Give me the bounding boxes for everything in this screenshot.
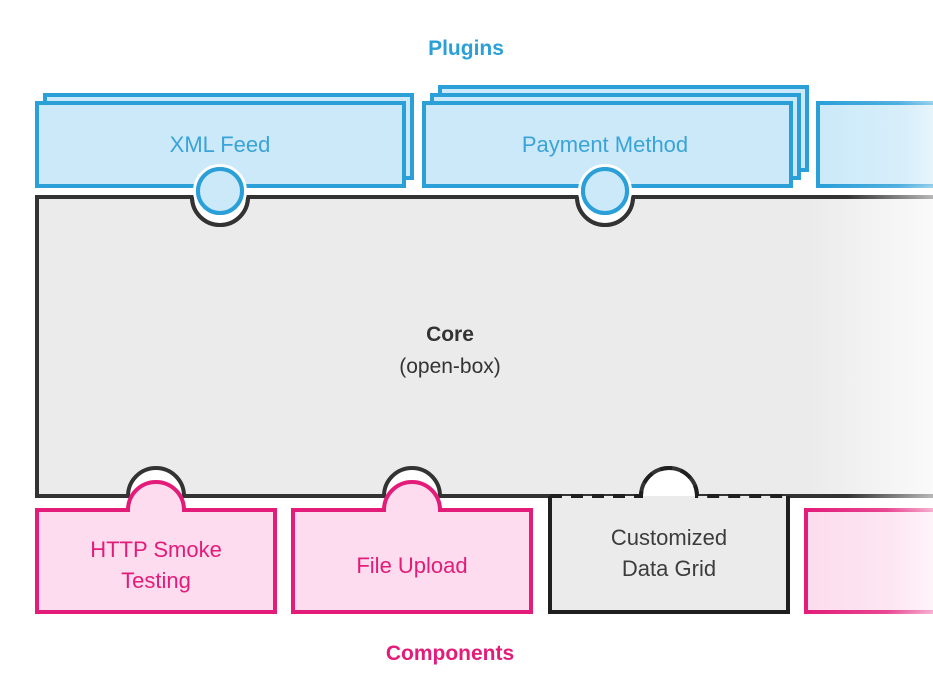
core-box-shape <box>35 195 933 498</box>
component-card-customized-data-grid[interactable]: Customized Data Grid <box>548 466 790 614</box>
component-label-line: File Upload <box>356 553 467 578</box>
component-label-line: Data Grid <box>622 556 716 581</box>
knob-circle-overlay-payment-method <box>581 167 629 215</box>
knob-circle-overlay-xml-feed <box>196 167 244 215</box>
customized-card-fill <box>550 496 788 612</box>
component-label-line: Testing <box>121 568 191 593</box>
component-label-line: Customized <box>611 525 727 550</box>
core-top-notch-arc-payment-method <box>575 196 635 227</box>
core-title: Core <box>426 323 474 346</box>
core-subtitle: (open-box) <box>399 355 501 378</box>
core-top-notch-arc-xml-feed <box>190 196 250 227</box>
component-card-body <box>35 480 277 614</box>
plugin-label-payment-method: Payment Method <box>522 132 688 157</box>
customized-card-sides-bottom <box>548 496 790 614</box>
component-card-http-smoke-testing[interactable]: HTTP Smoke Testing <box>35 480 277 614</box>
core-box: Core (open-box) <box>35 195 933 498</box>
components-section-label: Components <box>386 642 514 665</box>
plugin-label-xml-feed: XML Feed <box>170 132 271 157</box>
component-card-body-faded <box>804 508 933 614</box>
component-card-body <box>291 480 533 614</box>
plugin-card-body-faded <box>816 101 933 188</box>
component-card-partial[interactable] <box>804 508 933 614</box>
component-card-file-upload[interactable]: File Upload <box>291 480 533 614</box>
plugins-section-label: Plugins <box>428 37 504 60</box>
component-label-line: HTTP Smoke <box>90 537 222 562</box>
plugin-card-partial[interactable] <box>816 101 933 188</box>
plugin-card-payment-method[interactable]: Payment Method <box>422 85 809 188</box>
customized-card-top-dashed <box>550 466 788 498</box>
